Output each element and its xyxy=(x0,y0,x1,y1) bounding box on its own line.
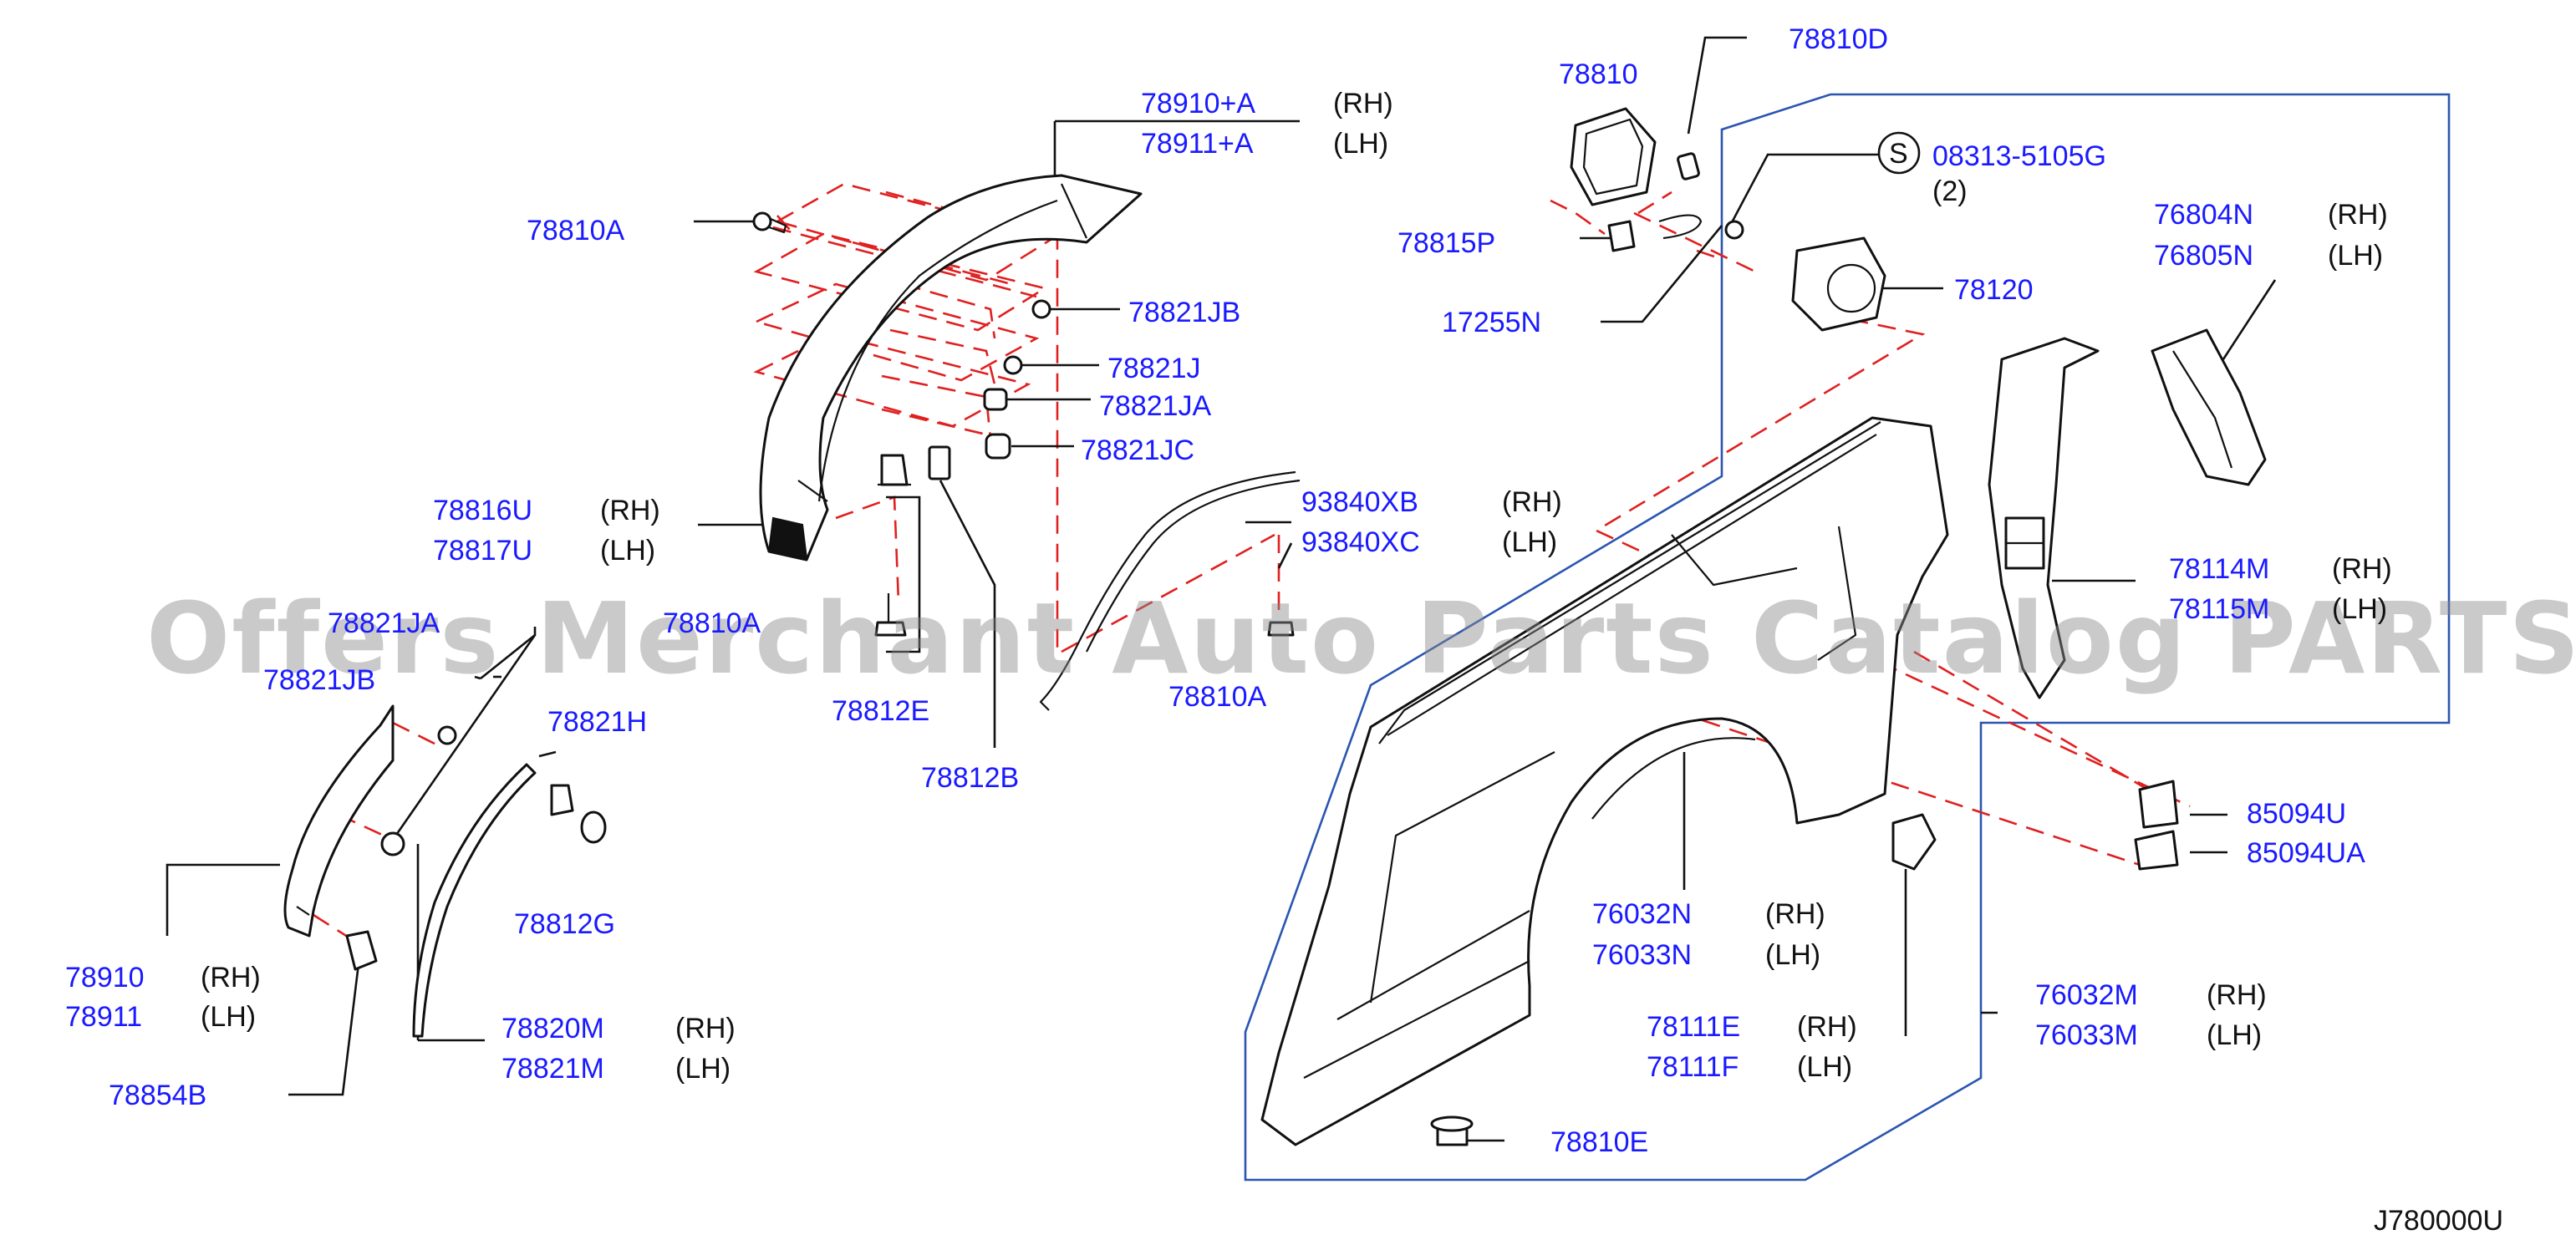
label-76033m: 76033M xyxy=(2035,1019,2138,1051)
label-78854b: 78854B xyxy=(109,1080,206,1111)
label-78812e: 78812E xyxy=(832,695,929,727)
label-78111f-side: (LH) xyxy=(1797,1051,1852,1083)
label-78821jb-top: 78821JB xyxy=(1128,297,1240,328)
label-76033n: 76033N xyxy=(1592,939,1692,971)
label-78821jb-lower: 78821JB xyxy=(263,664,375,696)
rear-side-panel xyxy=(1260,416,1949,1146)
label-76032n-side: (RH) xyxy=(1765,898,1825,930)
label-76032m: 76032M xyxy=(2035,979,2138,1011)
label-78911a: 78911+A xyxy=(1141,128,1254,160)
label-93840xc-side: (LH) xyxy=(1502,526,1557,558)
label-78114m: 78114M xyxy=(2169,553,2269,585)
label-78910: 78910 xyxy=(65,962,145,994)
label-93840xb-side: (RH) xyxy=(1502,486,1562,518)
label-78910a-side: (RH) xyxy=(1333,88,1393,119)
label-78821j: 78821J xyxy=(1107,353,1201,384)
label-76804n-side: (RH) xyxy=(2328,199,2388,231)
diagram-code: J780000U xyxy=(2374,1205,2503,1237)
label-78821ja-lower: 78821JA xyxy=(328,607,440,639)
label-78810a-top: 78810A xyxy=(527,215,625,246)
label-78815p: 78815P xyxy=(1397,227,1495,259)
fender-flare-lower xyxy=(283,704,395,938)
fender-flare-upper xyxy=(759,174,1143,562)
label-08313-qty: (2) xyxy=(1932,175,1968,207)
label-76033m-side: (LH) xyxy=(2207,1019,2262,1051)
callout-labels: 78910+A (RH) 78911+A (LH) 78810A 78821JB… xyxy=(65,23,2503,1237)
label-85094u: 85094U xyxy=(2247,798,2346,830)
label-78816u: 78816U xyxy=(433,495,532,526)
label-85094ua: 85094UA xyxy=(2247,837,2365,869)
label-78816u-side: (RH) xyxy=(600,495,660,526)
label-78910a: 78910+A xyxy=(1141,88,1255,119)
fasteners xyxy=(345,107,2267,1146)
label-78910-side: (RH) xyxy=(201,962,261,994)
label-78911a-side: (LH) xyxy=(1333,128,1388,160)
label-78821m: 78821M xyxy=(501,1053,604,1085)
label-78812b: 78812B xyxy=(921,762,1019,794)
label-93840xb: 93840XB xyxy=(1301,486,1418,518)
label-78812g: 78812G xyxy=(514,908,615,940)
label-78114m-side: (RH) xyxy=(2332,553,2392,585)
watermark: Offers Merchant Auto Parts Catalog PARTS… xyxy=(146,581,2576,696)
label-17255n: 17255N xyxy=(1442,307,1541,338)
label-78111e-side: (RH) xyxy=(1797,1011,1857,1043)
screw-symbol-circle xyxy=(1877,131,1921,175)
label-08313: 08313-5105G xyxy=(1932,140,2106,172)
label-78810: 78810 xyxy=(1559,58,1638,90)
label-78810a-right: 78810A xyxy=(1168,681,1267,713)
label-78810a-mid: 78810A xyxy=(663,607,761,639)
label-78821m-side: (LH) xyxy=(675,1053,731,1085)
label-76033n-side: (LH) xyxy=(1765,939,1820,971)
label-76032m-side: (RH) xyxy=(2207,979,2267,1011)
label-78810d: 78810D xyxy=(1789,23,1888,55)
label-76804n: 76804N xyxy=(2154,199,2253,231)
label-78911-side: (LH) xyxy=(201,1001,256,1033)
weatherstrip-wire xyxy=(1039,470,1301,711)
group-outline xyxy=(1244,93,2451,1182)
label-78111f: 78111F xyxy=(1647,1051,1739,1083)
label-78820m: 78820M xyxy=(501,1013,604,1044)
label-78817u: 78817U xyxy=(433,535,532,567)
wheel-arch-molding xyxy=(412,763,537,1038)
label-78817u-side: (LH) xyxy=(600,535,655,567)
label-78810e: 78810E xyxy=(1550,1126,1648,1158)
label-76805n-side: (LH) xyxy=(2328,240,2383,272)
label-78821h: 78821H xyxy=(547,706,647,738)
leader-lines xyxy=(165,36,2277,1142)
label-78120: 78120 xyxy=(1954,274,2034,306)
label-76032n: 76032N xyxy=(1592,898,1692,930)
label-93840xc: 93840XC xyxy=(1301,526,1420,558)
label-78821ja-top: 78821JA xyxy=(1099,390,1212,422)
label-78911: 78911 xyxy=(65,1001,142,1033)
label-78115m: 78115M xyxy=(2169,593,2269,625)
screw-symbol: S xyxy=(1889,138,1908,170)
label-78820m-side: (RH) xyxy=(675,1013,736,1044)
label-76805n: 76805N xyxy=(2154,240,2253,272)
label-78115m-side: (LH) xyxy=(2332,593,2387,625)
label-78821jc: 78821JC xyxy=(1081,435,1194,466)
label-78111e: 78111E xyxy=(1647,1011,1740,1043)
